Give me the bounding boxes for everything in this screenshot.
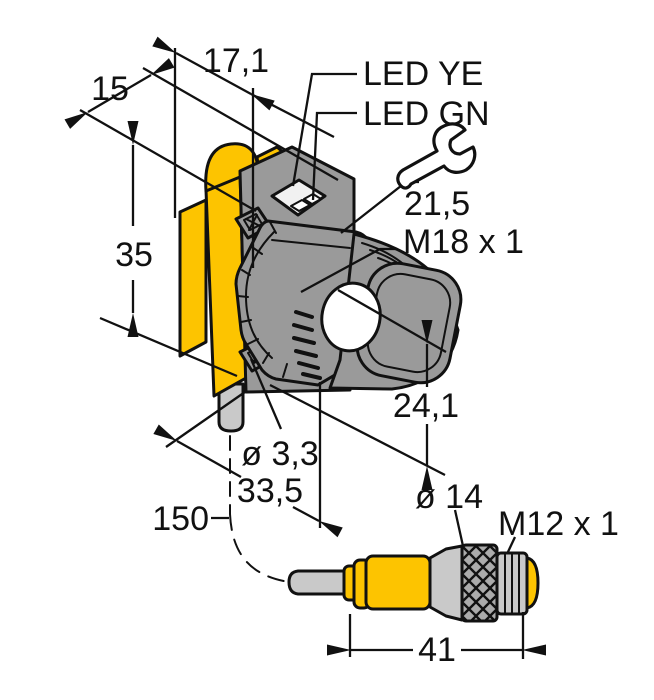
label-led-gn: LED GN [363, 95, 490, 133]
dim-label-21-5: 21,5 [404, 185, 470, 223]
cable-route [229, 435, 290, 583]
label-led-ye: LED YE [363, 55, 483, 93]
connector-cone [428, 544, 464, 622]
connector-boot [364, 554, 432, 611]
dim-label-41: 41 [418, 631, 456, 669]
sensor-lens [320, 281, 382, 353]
extension-lines [79, 48, 525, 659]
connector-cable [287, 569, 359, 596]
led-window [270, 178, 327, 217]
leader-led-gn [311, 111, 357, 201]
leader-m18 [300, 247, 397, 294]
dimension-15 [64, 58, 175, 129]
dim-label-150: 150 [152, 500, 209, 538]
leader-dia-3-3 [249, 358, 283, 430]
label-m12x1: M12 x 1 [498, 505, 619, 543]
label-m18x1: M18 x 1 [403, 223, 524, 261]
dim-label-33-5: 33,5 [237, 472, 303, 510]
dim-label-dia-14: ø 14 [415, 478, 483, 516]
dim-label-24-1: 24,1 [393, 387, 459, 425]
dimension-33-5 [153, 424, 343, 538]
dim-label-dia-3-3: ø 3,3 [241, 435, 318, 473]
connector-knurl-nut [460, 543, 499, 623]
wrench-icon [396, 122, 477, 190]
dim-label-35: 35 [115, 236, 153, 274]
leader-dia-14 [453, 509, 465, 547]
dimension-17-1 [152, 36, 335, 139]
dim-label-15: 15 [91, 70, 129, 108]
sensor-cable [217, 382, 245, 433]
labels: 17,1 15 LED YE LED GN 21,5 M18 x 1 35 24… [91, 42, 619, 669]
dimension-lines [64, 36, 546, 656]
leader-led-ye [291, 72, 357, 187]
leader-m12 [505, 536, 517, 555]
qd-connector [287, 543, 540, 623]
dim-label-17-1: 17,1 [203, 42, 269, 80]
connector-tip [525, 556, 540, 610]
bracket-wing [178, 198, 208, 358]
